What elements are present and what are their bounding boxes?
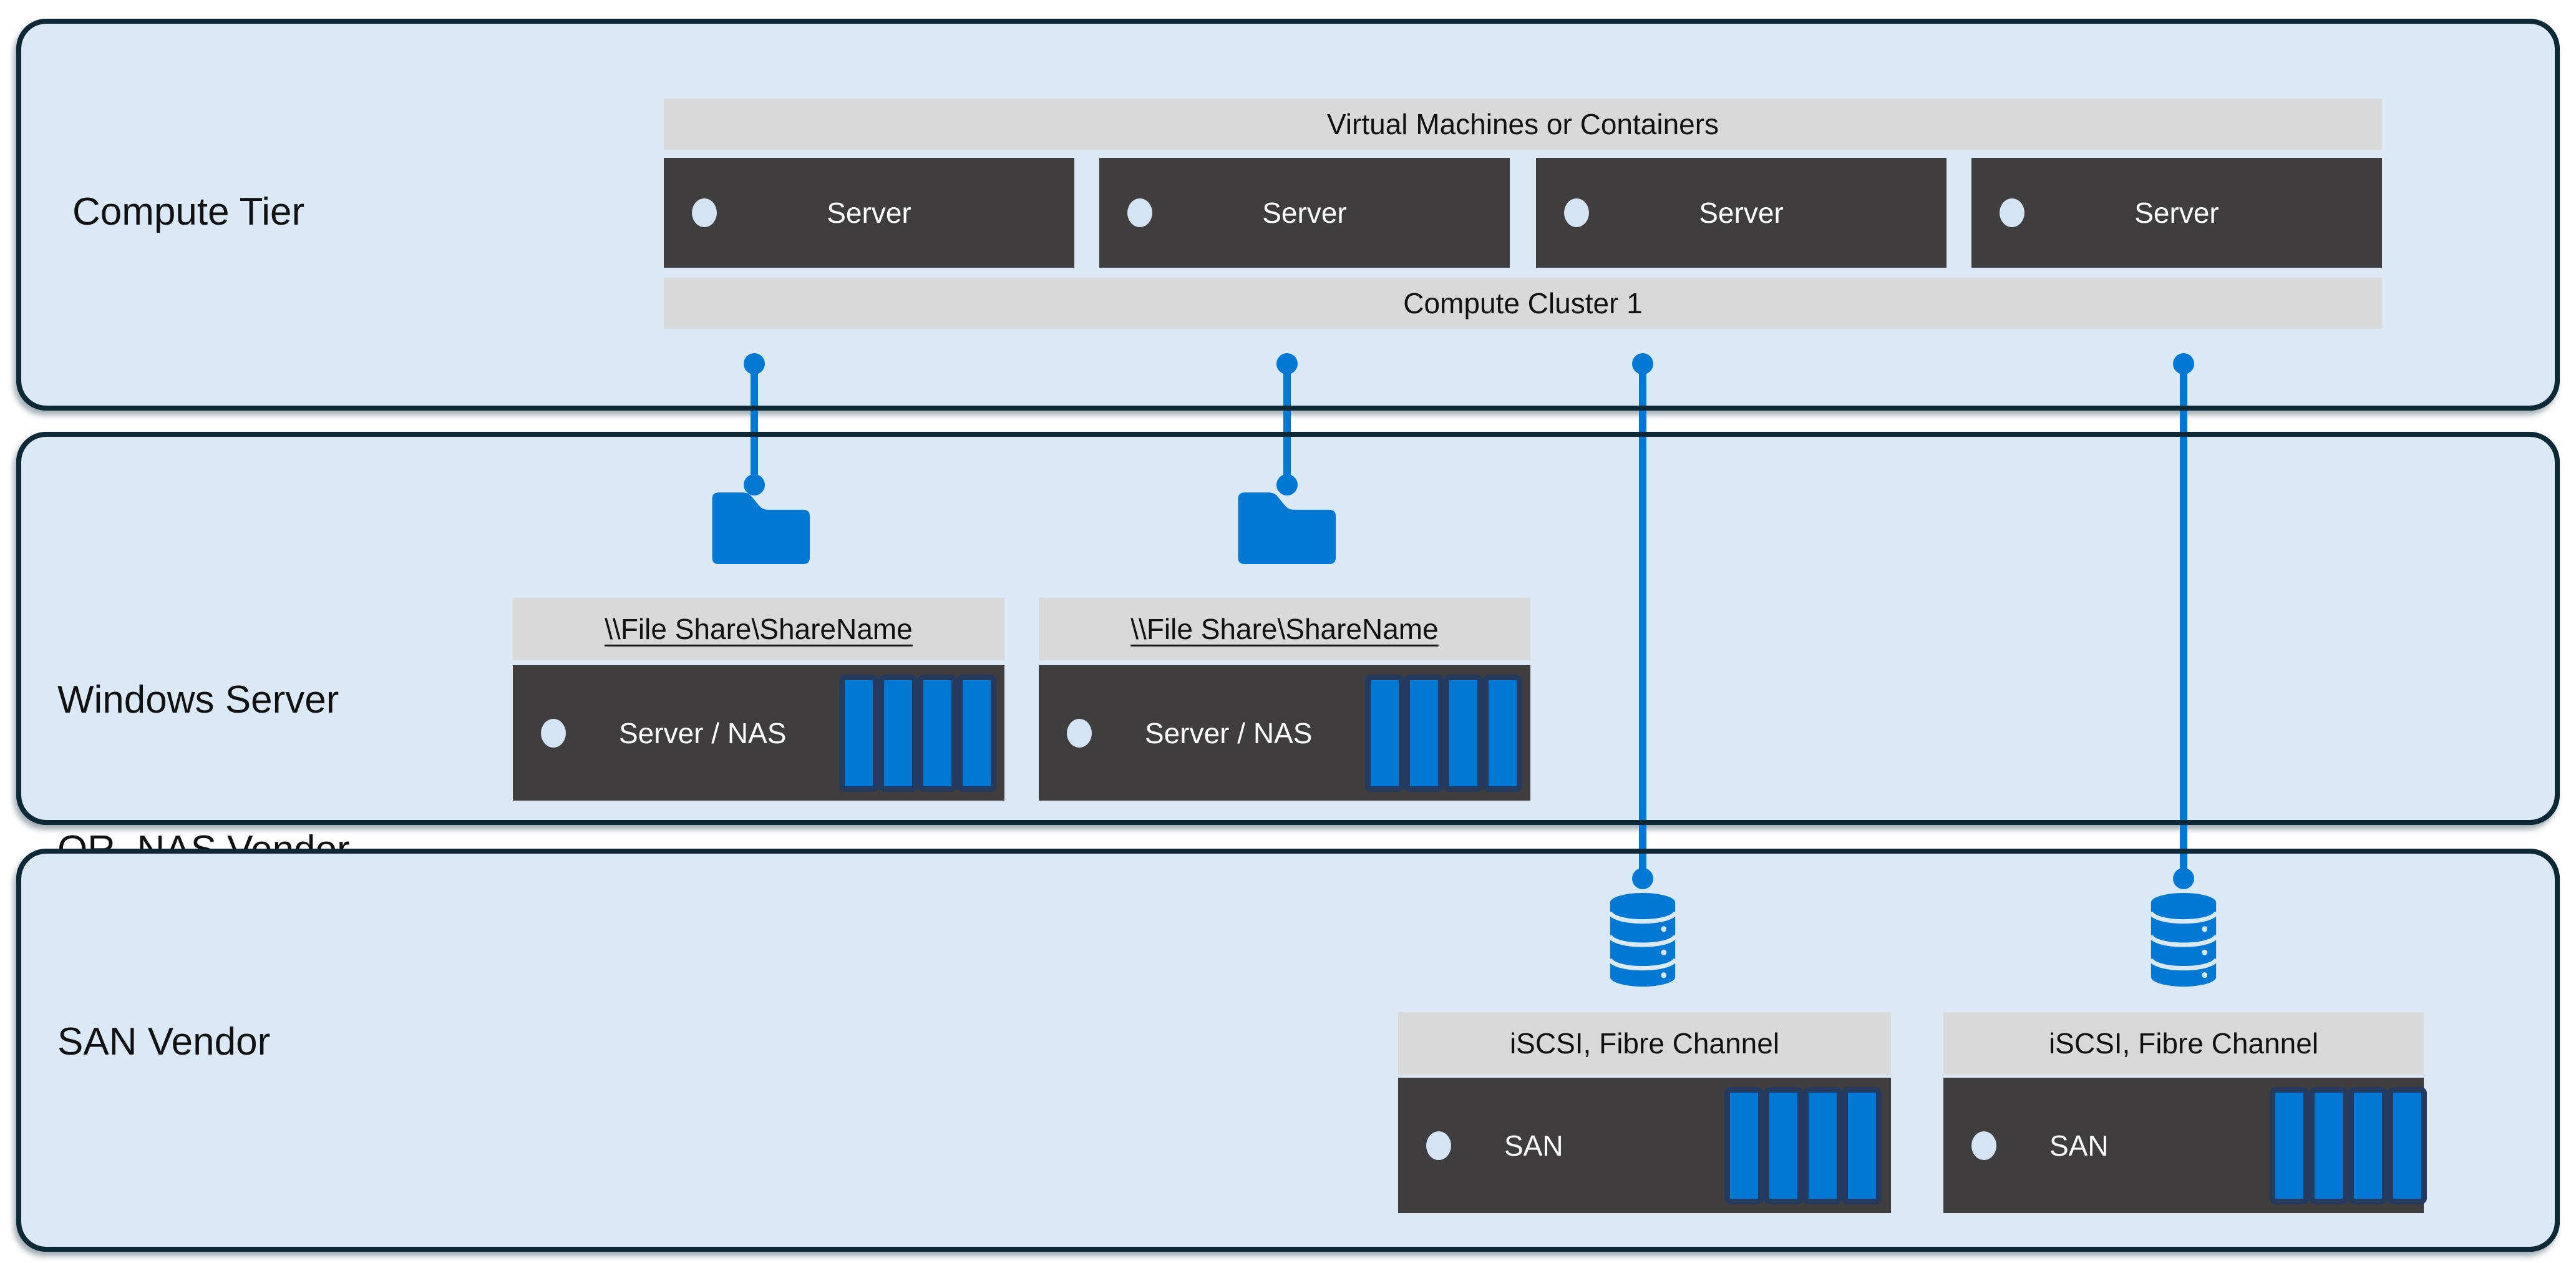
nas-device-box-2: Server / NAS <box>1039 665 1530 801</box>
connector-line-3 <box>1639 364 1646 879</box>
nas-device-label: Server / NAS <box>619 716 787 749</box>
server-label: Server <box>2134 197 2219 229</box>
disk-bar-icon <box>839 675 878 792</box>
disk-bar-icon <box>1842 1087 1882 1204</box>
connector-dot-icon <box>744 474 765 495</box>
connector-dot-icon <box>744 353 765 374</box>
connector-line-1 <box>751 364 758 485</box>
nas-device-box-1: Server / NAS <box>513 665 1004 801</box>
protocol-label: iSCSI, Fibre Channel <box>1509 1027 1780 1060</box>
compute-cluster-band: Compute Cluster 1 <box>664 278 2382 329</box>
tier-label-compute: Compute Tier <box>72 190 305 233</box>
protocol-band-1: iSCSI, Fibre Channel <box>1398 1012 1891 1075</box>
tier-label-file-line1: Windows Server <box>57 678 339 721</box>
share-path-label: \\File Share\ShareName <box>605 613 913 645</box>
vm-containers-band: Virtual Machines or Containers <box>664 99 2382 150</box>
disk-bar-icon <box>1404 675 1444 792</box>
connector-dot-icon <box>2173 353 2194 374</box>
server-box-1: Server <box>664 158 1074 268</box>
compute-cluster-label: Compute Cluster 1 <box>1403 287 1643 319</box>
disk-array-icon <box>1365 675 1522 792</box>
disk-bar-icon <box>2348 1087 2388 1204</box>
server-label: Server <box>1699 197 1784 229</box>
server-box-3: Server <box>1536 158 1947 268</box>
san-device-box-1: SAN <box>1398 1078 1891 1213</box>
disk-bar-icon <box>1365 675 1404 792</box>
connector-line-2 <box>1283 364 1291 485</box>
san-device-label: SAN <box>2049 1129 2109 1162</box>
device-dot-icon <box>541 718 566 748</box>
connector-dot-icon <box>1632 868 1653 889</box>
connector-dot-icon <box>1632 353 1653 374</box>
server-dot-icon <box>2000 198 2024 227</box>
server-label: Server <box>1262 197 1347 229</box>
share-path-band-1: \\File Share\ShareName <box>513 598 1004 660</box>
device-dot-icon <box>1426 1131 1451 1160</box>
vm-containers-label: Virtual Machines or Containers <box>1326 108 1719 140</box>
disk-bar-icon <box>918 675 957 792</box>
san-tier-container: SAN Vendor iSCSI, Fibre Channel SAN iSCS… <box>16 849 2560 1252</box>
protocol-band-2: iSCSI, Fibre Channel <box>1943 1012 2424 1075</box>
connector-dot-icon <box>1276 353 1298 374</box>
disk-bar-icon <box>878 675 918 792</box>
disk-bar-icon <box>1724 1087 1764 1204</box>
connector-line-4 <box>2180 364 2187 879</box>
server-dot-icon <box>1127 198 1152 227</box>
device-dot-icon <box>1067 718 1092 748</box>
disk-bar-icon <box>1444 675 1483 792</box>
disk-bar-icon <box>2388 1087 2427 1204</box>
folder-icon <box>707 486 810 564</box>
server-box-4: Server <box>1971 158 2382 268</box>
disk-array-icon <box>839 675 996 792</box>
server-dot-icon <box>692 198 717 227</box>
file-tier-container: Windows Server OR NAS Vendor \\File Shar… <box>16 432 2560 871</box>
server-label: Server <box>827 197 911 229</box>
share-path-label: \\File Share\ShareName <box>1130 613 1439 645</box>
device-dot-icon <box>1971 1131 1996 1160</box>
connector-dot-icon <box>1276 474 1298 495</box>
disk-bar-icon <box>1764 1087 1803 1204</box>
san-device-box-2: SAN <box>1943 1078 2427 1213</box>
disk-array-icon <box>1724 1087 1882 1204</box>
disk-bar-icon <box>957 675 996 792</box>
protocol-label: iSCSI, Fibre Channel <box>2048 1027 2319 1060</box>
server-box-2: Server <box>1099 158 1510 268</box>
disk-array-icon <box>2270 1087 2427 1204</box>
compute-tier-container: Compute Tier Virtual Machines or Contain… <box>16 19 2560 411</box>
disk-bar-icon <box>1483 675 1522 792</box>
database-icon <box>1608 892 1678 987</box>
connector-dot-icon <box>2173 868 2194 889</box>
disk-bar-icon <box>2309 1087 2348 1204</box>
tier-label-san: SAN Vendor <box>57 1020 271 1063</box>
nas-device-label: Server / NAS <box>1145 716 1313 749</box>
disk-bar-icon <box>1803 1087 1842 1204</box>
disk-bar-icon <box>2270 1087 2309 1204</box>
folder-icon <box>1233 486 1336 564</box>
server-dot-icon <box>1564 198 1589 227</box>
san-device-label: SAN <box>1504 1129 1563 1162</box>
database-icon <box>2149 892 2219 987</box>
share-path-band-2: \\File Share\ShareName <box>1039 598 1530 660</box>
